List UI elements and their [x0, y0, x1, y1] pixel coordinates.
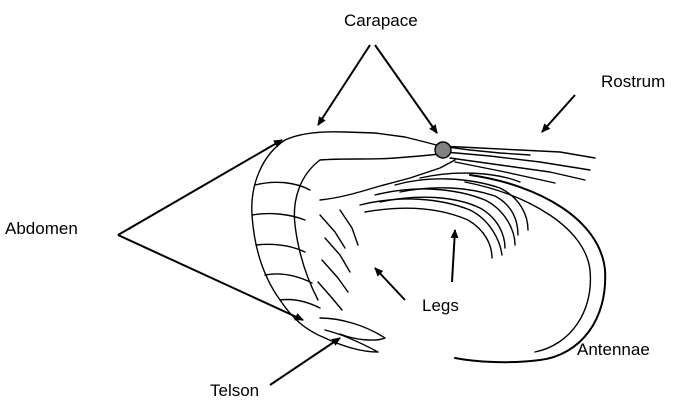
- rostrum-arrow: [542, 95, 575, 132]
- abdomen-arrow-lower: [118, 235, 303, 320]
- shrimp-antennae-inner: [465, 182, 590, 352]
- shrimp-rostrum: [440, 146, 595, 183]
- label-carapace: Carapace: [344, 12, 418, 29]
- legs-arrow-lower: [375, 268, 405, 300]
- legs-arrow-upper: [452, 230, 455, 282]
- shrimp-eye: [435, 142, 451, 158]
- telson-arrow: [270, 338, 340, 385]
- label-abdomen: Abdomen: [5, 220, 78, 237]
- label-legs: Legs: [422, 297, 459, 314]
- carapace-arrow-left: [318, 45, 370, 125]
- label-rostrum: Rostrum: [601, 73, 665, 90]
- label-antennae: Antennae: [577, 341, 650, 358]
- label-arrows: [118, 45, 575, 385]
- shrimp-legs: [360, 173, 528, 258]
- carapace-arrow-right: [375, 45, 437, 133]
- abdomen-arrow-upper: [118, 140, 282, 235]
- label-telson: Telson: [210, 382, 259, 399]
